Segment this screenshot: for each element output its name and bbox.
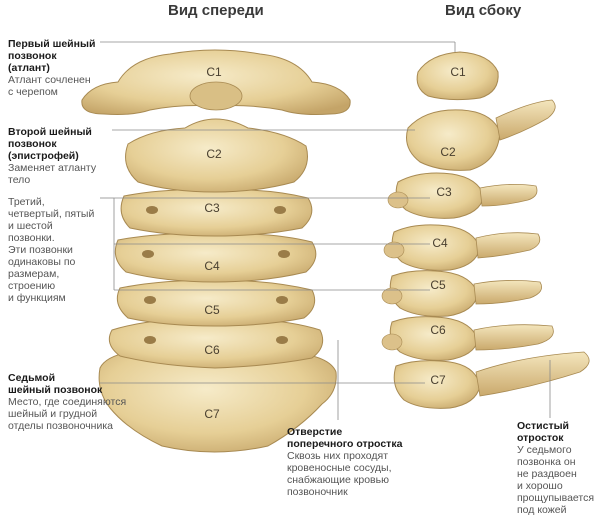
front-view-title: Вид спереди — [168, 2, 264, 19]
side-view-title: Вид сбоку — [445, 2, 522, 19]
atlas-label-title: Первый шейный позвонок (атлант) — [8, 38, 96, 74]
middle-vertebrae-label: Третий, четвертый, пятый и шестой позвон… — [8, 196, 118, 304]
side-view-column — [381, 51, 590, 409]
atlas-label-desc: Атлант сочленен с черепом — [8, 74, 91, 98]
seventh-vertebra-title: Седьмой шейный позвонок — [8, 372, 103, 396]
front-c7-label: C7 — [204, 407, 220, 421]
side-c7-label: C7 — [430, 373, 446, 387]
middle-vertebrae-desc: Третий, четвертый, пятый и шестой позвон… — [8, 196, 95, 304]
atlas-label: Первый шейный позвонок (атлант) Атлант с… — [8, 38, 126, 98]
side-spinous-c6 — [473, 324, 554, 351]
spinous-process-title: Остистый отросток — [517, 420, 570, 444]
axis-label: Второй шейный позвонок (эпистрофей) Заме… — [8, 126, 126, 186]
front-c6-label: C6 — [204, 343, 220, 357]
seventh-vertebra-label: Седьмой шейный позвонок Место, где соеди… — [8, 372, 148, 432]
seventh-vertebra-desc: Место, где соединяются шейный и грудной … — [8, 396, 127, 432]
side-c2 — [406, 109, 501, 171]
transverse-foramen-label: Отверстие поперечного отростка Сквозь ни… — [287, 426, 437, 498]
axis-label-title: Второй шейный позвонок (эпистрофей) — [8, 126, 92, 162]
transverse-foramen-desc: Сквозь них проходят кровеносные сосуды, … — [287, 450, 392, 498]
side-spinous-c5 — [473, 280, 543, 305]
front-c4-label: C4 — [204, 259, 220, 273]
side-c5-label: C5 — [430, 278, 446, 292]
front-c3-label: C3 — [204, 201, 220, 215]
transverse-foramen-title: Отверстие поперечного отростка — [287, 426, 403, 450]
side-c6-label: C6 — [430, 323, 446, 337]
side-c2-label: C2 — [440, 145, 456, 159]
side-c4 — [391, 224, 481, 271]
leader-lines — [100, 41, 551, 420]
side-c1 — [416, 51, 499, 101]
side-spinous-c7 — [475, 351, 590, 397]
front-c2-body — [125, 118, 308, 193]
side-spinous-c2 — [495, 99, 556, 141]
axis-label-desc: Заменяет атланту тело — [8, 162, 97, 186]
front-c1-label: C1 — [206, 65, 222, 79]
side-c7 — [393, 360, 481, 409]
front-view-column — [81, 49, 351, 453]
front-c2-label: C2 — [206, 147, 222, 161]
side-c4-label: C4 — [432, 236, 448, 250]
side-spinous-c4 — [475, 232, 541, 259]
side-c6 — [389, 316, 479, 361]
side-c1-label: C1 — [450, 65, 466, 79]
side-c3-label: C3 — [436, 185, 452, 199]
front-c5-label: C5 — [204, 303, 220, 317]
side-spinous-c3 — [479, 184, 538, 207]
side-c3 — [395, 172, 485, 219]
side-c5 — [389, 270, 479, 317]
spinous-process-label: Остистый отросток У седьмого позвонка он… — [517, 420, 599, 516]
spinous-process-desc: У седьмого позвонка он не раздвоен и хор… — [517, 444, 595, 516]
